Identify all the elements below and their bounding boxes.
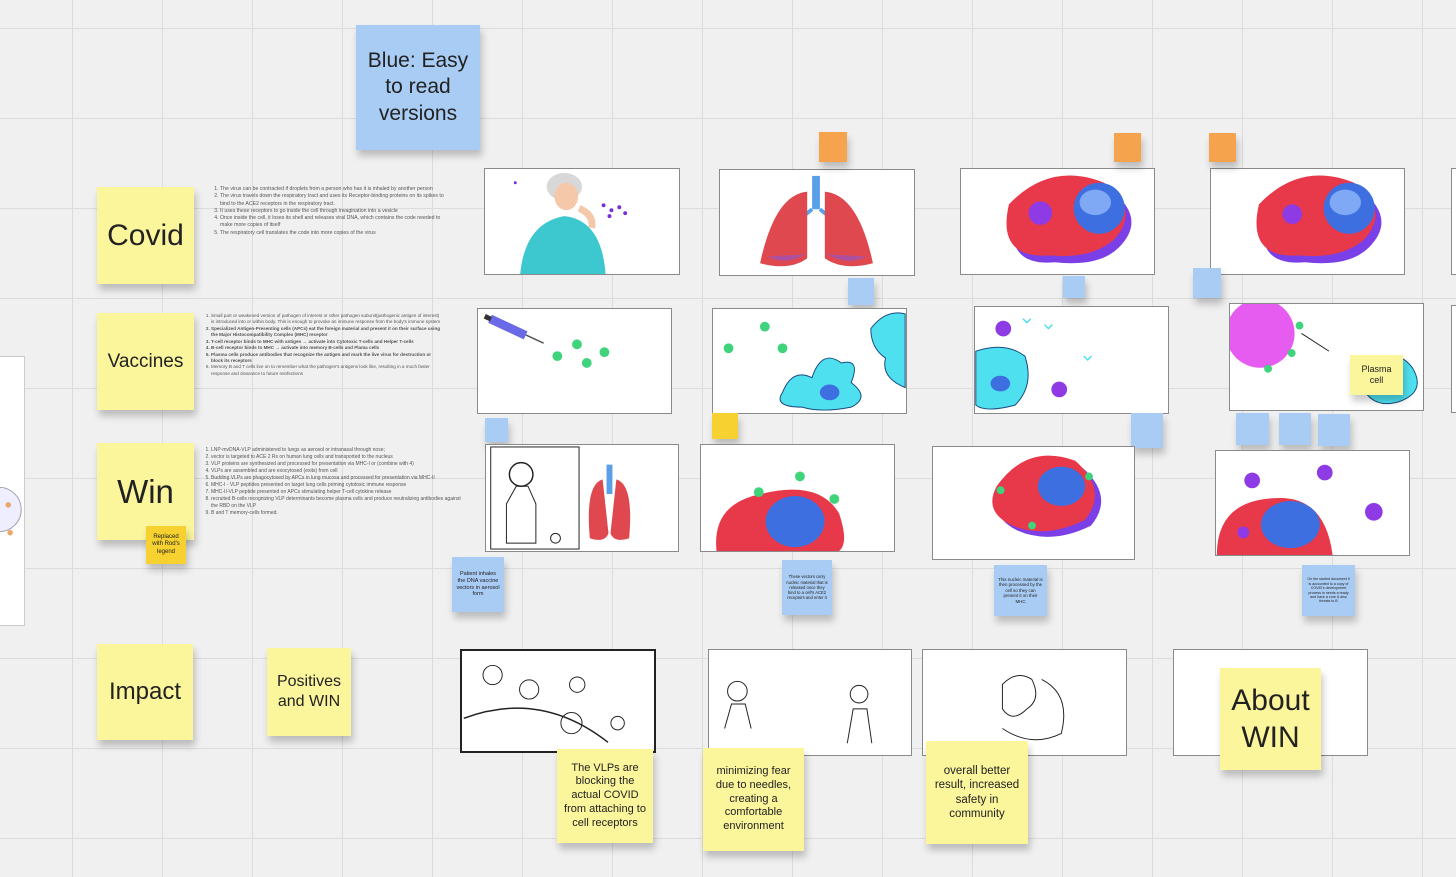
positives-sticky[interactable]: Positives and WIN: [267, 648, 351, 736]
syringe-illustration: [483, 314, 610, 368]
win-step: VLPs are assembled and are exocytosed (e…: [211, 468, 461, 475]
win-frame-bind[interactable]: [700, 444, 895, 552]
covid-frame-cell-inside[interactable]: [1210, 168, 1405, 275]
coughing-person-illustration: [513, 172, 628, 274]
vaccine-frame-cut[interactable]: [1451, 305, 1456, 413]
replaced-note-text: Replaced with Rod's legend: [152, 533, 180, 555]
vector-binding-illustration: [716, 471, 845, 551]
win-step: recruited B-cells recognizing VLP determ…: [211, 496, 461, 510]
impact-note-2[interactable]: minimizing fear due to needles, creating…: [703, 748, 804, 851]
impact-frame-block[interactable]: [460, 649, 656, 753]
win-blue-note-2[interactable]: These vectors carry nucleic material tha…: [782, 560, 832, 615]
blue-mini-note[interactable]: [1318, 414, 1350, 446]
vaccine-steps-list: Small part or weakened version of pathog…: [200, 313, 443, 377]
covid-step: The virus can be contracted if droplets …: [220, 186, 452, 193]
row-vaccines-label: Vaccines: [107, 350, 184, 372]
win-blue-note-text: This nucleic material is then processed …: [998, 576, 1043, 604]
antigen-presentation-illustration: [975, 318, 1093, 410]
vaccine-frame-antigen[interactable]: [974, 306, 1169, 414]
blue-mini-note[interactable]: [1131, 413, 1163, 448]
vaccine-step: Memory B and T cells live on to remember…: [211, 364, 443, 377]
blue-mini-note[interactable]: [485, 418, 508, 442]
blue-mini-note[interactable]: [1193, 268, 1221, 298]
row-win-sticky[interactable]: Win: [97, 443, 194, 540]
vaccine-step: Small part or weakened version of pathog…: [211, 313, 443, 326]
win-step: vector is targeted to ACE 2 Rs on human …: [211, 454, 461, 461]
legend-sticky[interactable]: Blue: Easy to read versions: [356, 25, 480, 150]
blue-mini-note[interactable]: [1236, 413, 1269, 445]
vlp-blocking-sketch: [463, 664, 625, 743]
win-blue-note-1[interactable]: Patient inhales the DNA vaccine vectors …: [452, 557, 504, 612]
covid-step: The respiratory cell translates the code…: [220, 230, 452, 237]
offscreen-frame[interactable]: [0, 356, 25, 626]
win-steps-list: LNP-mvDNA-VLP administered to lungs as a…: [200, 447, 461, 517]
win-step: B and T memory-cells formed.: [211, 510, 461, 517]
covid-steps-list: The virus can be contracted if droplets …: [209, 186, 452, 237]
inhale-sketch-illustration: [490, 446, 631, 550]
row-covid-label: Covid: [107, 218, 184, 252]
vaccine-frame-apc[interactable]: [712, 308, 907, 414]
row-win-label: Win: [117, 472, 174, 510]
cell-virus-inside-illustration: [1256, 175, 1382, 264]
impact-note-3[interactable]: overall better result, increased safety …: [926, 741, 1028, 844]
offscreen-frame-art: [0, 486, 22, 536]
covid-frame-cell-entry[interactable]: [960, 168, 1155, 275]
win-blue-note-3[interactable]: This nucleic material is then processed …: [994, 565, 1047, 616]
win-blue-note-4[interactable]: On the started document it is accounted …: [1302, 565, 1355, 616]
row-covid-sticky[interactable]: Covid: [97, 187, 194, 284]
orange-note[interactable]: [1114, 133, 1141, 162]
nucleic-processing-illustration: [992, 455, 1102, 537]
covid-step: It uses these receptors to go inside the…: [220, 208, 452, 215]
row-vaccines-sticky[interactable]: Vaccines: [97, 313, 194, 410]
impact-note-text: minimizing fear due to needles, creating…: [715, 765, 792, 833]
cell-virus-entry-illustration: [1006, 175, 1132, 264]
impact-frame-needles[interactable]: [708, 649, 912, 756]
plasma-cell-label: Plasma cell: [1361, 363, 1392, 385]
win-step: VLP proteins are synthesized and process…: [211, 461, 461, 468]
vaccine-step: Plasma cells produce antibodies that rec…: [211, 352, 443, 365]
row-impact-sticky[interactable]: Impact: [97, 644, 193, 740]
win-blue-note-text: Patient inhales the DNA vaccine vectors …: [456, 570, 500, 598]
blue-mini-note[interactable]: [848, 278, 874, 305]
needle-fear-sketch: [724, 680, 873, 744]
covid-frame-lungs[interactable]: [719, 169, 915, 276]
win-blue-note-text: These vectors carry nucleic material tha…: [786, 574, 828, 601]
win-frame-process[interactable]: [932, 446, 1135, 560]
covid-step: Once inside the cell, it loses its shell…: [220, 215, 452, 230]
impact-note-text: The VLPs are blocking the actual COVID f…: [564, 761, 646, 829]
win-frame-inhale[interactable]: [485, 444, 679, 552]
win-step: MHC-II-VLP peptide presented on APCs sti…: [211, 489, 461, 496]
globe-sketch: [1001, 675, 1065, 741]
vaccine-step: B-cell receptor binds to MHC → activate …: [211, 345, 443, 351]
win-frame-release[interactable]: [1215, 450, 1410, 556]
vlp-release-illustration: [1216, 464, 1383, 555]
covid-step: The virus travels down the respiratory t…: [220, 193, 452, 208]
orange-note[interactable]: [819, 132, 847, 162]
impact-note-1[interactable]: The VLPs are blocking the actual COVID f…: [557, 749, 653, 843]
win-step: MHC-I - VLP peptides presented on target…: [211, 482, 461, 489]
about-win-sticky[interactable]: About WIN: [1220, 668, 1321, 770]
impact-note-text: overall better result, increased safety …: [934, 764, 1020, 820]
lungs-illustration: [760, 175, 873, 267]
about-win-label: About WIN: [1231, 683, 1310, 755]
vaccine-step: T-cell receptor binds to MHC with antige…: [211, 339, 443, 345]
gold-mini-note[interactable]: [712, 413, 738, 439]
covid-frame-cough[interactable]: [484, 168, 680, 275]
plasma-cell-sticky[interactable]: Plasma cell: [1350, 355, 1403, 395]
vaccine-step: Specialized Antigen-Presenting cells (AP…: [211, 326, 443, 339]
orange-note[interactable]: [1209, 133, 1236, 162]
win-blue-note-text: On the started document it is accounted …: [1307, 577, 1350, 604]
row-impact-label: Impact: [108, 678, 182, 705]
apc-capture-illustration: [723, 312, 906, 411]
legend-text: Blue: Easy to read versions: [367, 49, 469, 125]
impact-frame-community[interactable]: [922, 649, 1127, 756]
replaced-note-sticky[interactable]: Replaced with Rod's legend: [146, 526, 186, 564]
positives-label: Positives and WIN: [276, 673, 342, 710]
vaccine-frame-injection[interactable]: [477, 308, 672, 414]
blue-mini-note[interactable]: [1279, 413, 1311, 445]
covid-frame-cut[interactable]: [1451, 168, 1456, 275]
win-step: Budding VLPs are phagocytosed by APCs in…: [211, 475, 461, 482]
blue-mini-note[interactable]: [1063, 276, 1085, 298]
win-step: LNP-mvDNA-VLP administered to lungs as a…: [211, 447, 461, 454]
